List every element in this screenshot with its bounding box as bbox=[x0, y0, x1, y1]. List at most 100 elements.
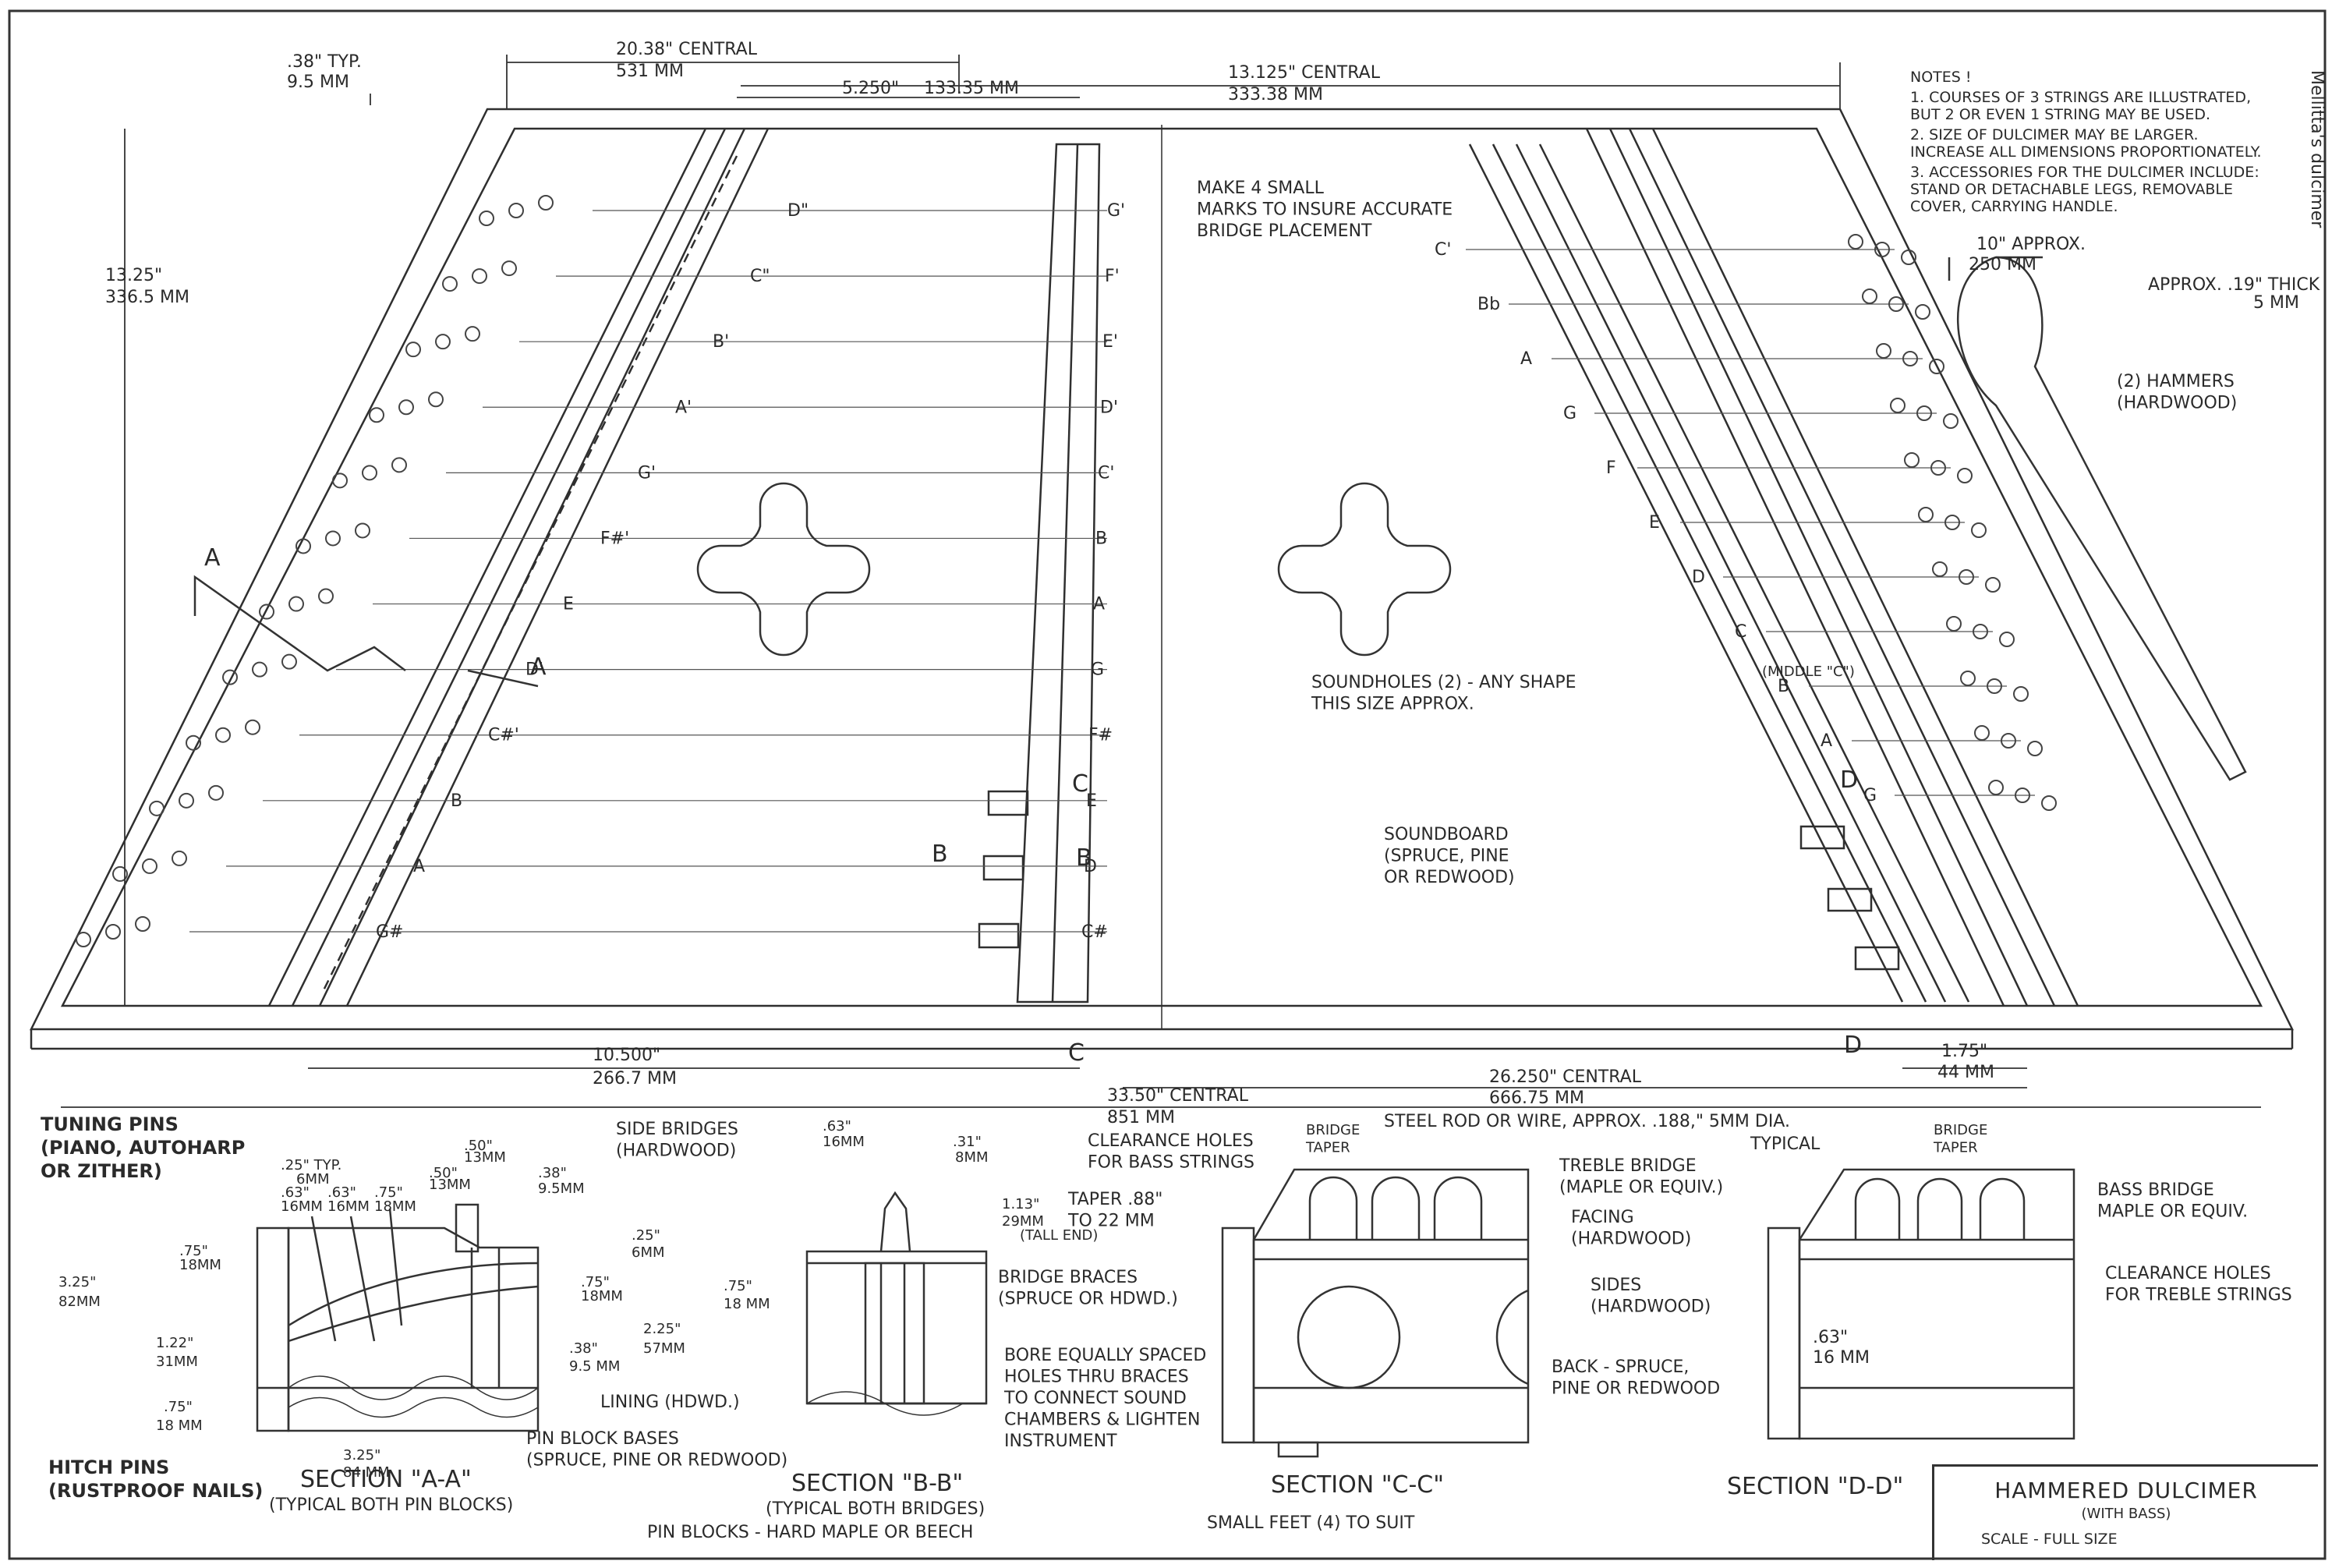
treble-right-note: E' bbox=[1102, 332, 1118, 352]
tuning-pin-icon bbox=[288, 596, 304, 612]
dim-typ-mm: 9.5 MM bbox=[287, 73, 349, 92]
tuning-pin-icon bbox=[186, 734, 201, 751]
tuning-pin-icon bbox=[1862, 288, 1877, 304]
dim-central1: 20.38" CENTRAL bbox=[616, 40, 758, 59]
treble-right-note: D' bbox=[1100, 398, 1118, 417]
tuning-pin-icon bbox=[222, 669, 238, 685]
section-aa-dim: 82MM bbox=[58, 1294, 101, 1310]
tuning-pin-icon bbox=[369, 407, 384, 423]
section-aa-dim: .38" bbox=[538, 1165, 567, 1181]
facing-label: FACING(HARDWOOD) bbox=[1571, 1208, 1691, 1249]
tuning-pin-icon bbox=[405, 342, 421, 358]
sheet-border bbox=[8, 9, 2327, 1560]
section-aa-dim: .50" bbox=[429, 1165, 458, 1181]
treble-left-note: F#' bbox=[600, 529, 629, 548]
steel-rod-label: STEEL ROD OR WIRE, APPROX. .188," 5MM DI… bbox=[1384, 1112, 1790, 1131]
section-aa-dim: .75" bbox=[374, 1184, 403, 1201]
pin-block-bases-label: PIN BLOCK BASES(SPRUCE, PINE OR REDWOOD) bbox=[526, 1429, 787, 1471]
note-item-3: 3. ACCESSORIES FOR THE DULCIMER INCLUDE:… bbox=[1910, 164, 2259, 215]
dim-bridge-gap-mm: 133.35 MM bbox=[924, 79, 1019, 98]
plan-view bbox=[29, 108, 2295, 1050]
tuning-pin-icon bbox=[1988, 780, 2004, 795]
section-aa-dim: 18 MM bbox=[156, 1418, 203, 1434]
tuning-pin-icon bbox=[479, 211, 494, 226]
section-bb-dim: .75" bbox=[724, 1278, 752, 1294]
tuning-pin-icon bbox=[1876, 343, 1891, 359]
treble-right-note: F# bbox=[1088, 726, 1113, 745]
section-marker-d-top: D bbox=[1840, 766, 1858, 794]
treble-right-note: G' bbox=[1107, 201, 1125, 221]
section-bb-dim: 8MM bbox=[955, 1149, 989, 1166]
treble-right-note: D bbox=[1084, 857, 1097, 876]
section-aa-dim: .38" bbox=[569, 1340, 598, 1357]
tuning-pin-icon bbox=[1973, 624, 1988, 639]
section-aa-dim: .50" bbox=[464, 1138, 493, 1154]
section-bb-dim: 16MM bbox=[823, 1134, 865, 1150]
bridge-braces-label: BRIDGE BRACES(SPRUCE OR HDWD.) bbox=[998, 1268, 1178, 1309]
tuning-pin-icon bbox=[1971, 522, 1987, 538]
side-bridges-label: SIDE BRIDGES(HARDWOOD) bbox=[616, 1120, 738, 1161]
treble-bridge-label: TREBLE BRIDGE(MAPLE OR EQUIV.) bbox=[1559, 1156, 1723, 1198]
tuning-pin-icon bbox=[362, 465, 377, 481]
tuning-pin-icon bbox=[1902, 351, 1918, 366]
tuning-pin-icon bbox=[1960, 671, 1976, 686]
title-block: HAMMERED DULCIMER (WITH BASS) SCALE - FU… bbox=[1932, 1464, 2318, 1560]
tuning-pin-icon bbox=[325, 530, 341, 547]
tuning-pin-icon bbox=[112, 865, 128, 882]
treble-left-note: A bbox=[413, 857, 425, 876]
section-bb-dim: 29MM bbox=[1002, 1213, 1044, 1230]
dim-left: 10.500" bbox=[593, 1046, 660, 1065]
hammers-note: (2) HAMMERS(HARDWOOD) bbox=[2117, 372, 2237, 413]
section-aa-dim: 2.25" bbox=[643, 1321, 681, 1337]
treble-right-note: G bbox=[1091, 660, 1104, 680]
notes-heading: NOTES ! bbox=[1910, 69, 1972, 86]
drawing-scale: SCALE - FULL SIZE bbox=[1981, 1531, 2118, 1548]
section-bb-dim: 1.13" bbox=[1002, 1196, 1039, 1212]
treble-left-note-labels: D"C"B'A'G'F#'ED'C#'BAG# bbox=[376, 201, 809, 942]
section-aa-dim: 6MM bbox=[296, 1171, 330, 1188]
tuning-pin-icon bbox=[76, 932, 91, 947]
tuning-pin-icon bbox=[105, 924, 121, 940]
section-aa-dim: 3.25" bbox=[343, 1447, 380, 1464]
tuning-pin-icon bbox=[1930, 460, 1946, 476]
tuning-pin-icon bbox=[179, 792, 194, 809]
tuning-pin-icon bbox=[172, 850, 187, 866]
section-cc-drawing bbox=[1221, 1168, 1530, 1458]
tuning-pin-icon bbox=[1985, 577, 2001, 593]
bass-note: D bbox=[1692, 568, 1705, 587]
treble-left-note: C" bbox=[750, 267, 770, 286]
section-marker-c-bottom: C bbox=[1068, 1039, 1085, 1067]
section-bb-dim: .31" bbox=[953, 1134, 982, 1150]
tuning-pin-icon bbox=[1915, 304, 1930, 320]
section-aa-subtitle: (TYPICAL BOTH PIN BLOCKS) bbox=[269, 1495, 513, 1515]
tuning-pin-icon bbox=[435, 334, 451, 350]
hammer-length-mm: 250 MM bbox=[1969, 255, 2036, 274]
section-aa-dim: 13MM bbox=[464, 1149, 506, 1166]
bass-note: B bbox=[1778, 677, 1789, 696]
tuning-pin-icon bbox=[1929, 359, 1944, 374]
dim-central2: 13.125" CENTRAL bbox=[1228, 63, 1381, 83]
section-aa-dim: 9.5MM bbox=[538, 1180, 585, 1197]
tuning-pin-icon bbox=[1901, 250, 1916, 265]
tuning-pin-icon bbox=[538, 195, 554, 211]
section-marker-c-top: C bbox=[1072, 770, 1088, 798]
treble-left-note: B bbox=[451, 791, 462, 811]
dim-height-mm: 336.5 MM bbox=[105, 288, 189, 307]
section-aa-dim: .75" bbox=[164, 1399, 193, 1415]
notes-block: NOTES ! 1. COURSES OF 3 STRINGS ARE ILLU… bbox=[1910, 69, 2277, 215]
section-aa-dim: 18MM bbox=[179, 1257, 221, 1273]
treble-left-note: D' bbox=[525, 660, 543, 680]
tuning-pin-icon bbox=[1957, 468, 1973, 483]
dim-height: 13.25" bbox=[105, 266, 162, 285]
tuning-pin-icon bbox=[318, 588, 334, 604]
tuning-pin-icon bbox=[2013, 686, 2029, 702]
section-aa-dim: 1.22" bbox=[156, 1335, 193, 1351]
tuning-pin-icon bbox=[252, 661, 267, 678]
